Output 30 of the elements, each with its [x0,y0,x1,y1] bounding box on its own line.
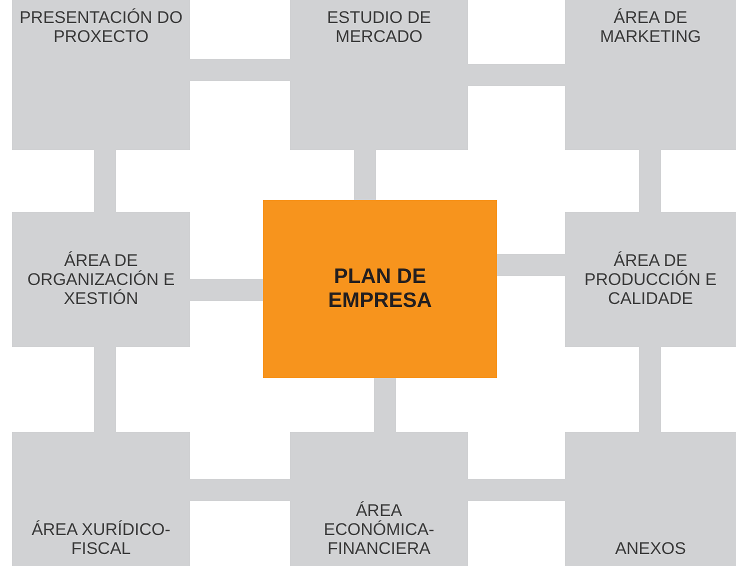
puzzle-connector [190,479,290,501]
puzzle-connector [497,254,565,276]
puzzle-piece [290,432,468,566]
puzzle-connector [190,59,290,81]
puzzle-piece [12,432,190,566]
piece-label: ANEXOS [615,538,686,558]
piece-label: ÁREA DE PRODUCCIÓN E CALIDADE [583,250,718,308]
puzzle-piece [565,0,736,150]
piece-label: PRESENTACIÓN DO PROXECTO [18,8,184,46]
puzzle-connector [94,150,116,212]
piece-label: ESTUDIO DE MERCADO [326,8,432,46]
puzzle-piece [12,212,190,347]
piece-label: ÁREA DE MARKETING [598,8,702,46]
piece-label: PLAN DE EMPRESA [327,265,433,313]
puzzle-piece [12,0,190,150]
puzzle-connector [354,150,376,200]
puzzle-connector [468,64,565,86]
puzzle-connector [639,347,661,432]
puzzle-piece [565,432,736,566]
piece-label: ÁREA XURÍDICO-FISCAL [30,520,172,558]
puzzle-piece [565,212,736,347]
puzzle-connector [190,279,263,301]
puzzle-piece [290,0,468,150]
puzzle-connector [639,150,661,212]
piece-label: ÁREA ECONÓMICA-FINANCIERA [322,500,436,558]
puzzle-connector [468,479,565,501]
piece-label: ÁREA DE ORGANIZACIÓN E XESTIÓN [26,250,176,308]
puzzle-connector [94,347,116,432]
central-puzzle-piece [263,200,497,378]
puzzle-connector [374,378,396,432]
